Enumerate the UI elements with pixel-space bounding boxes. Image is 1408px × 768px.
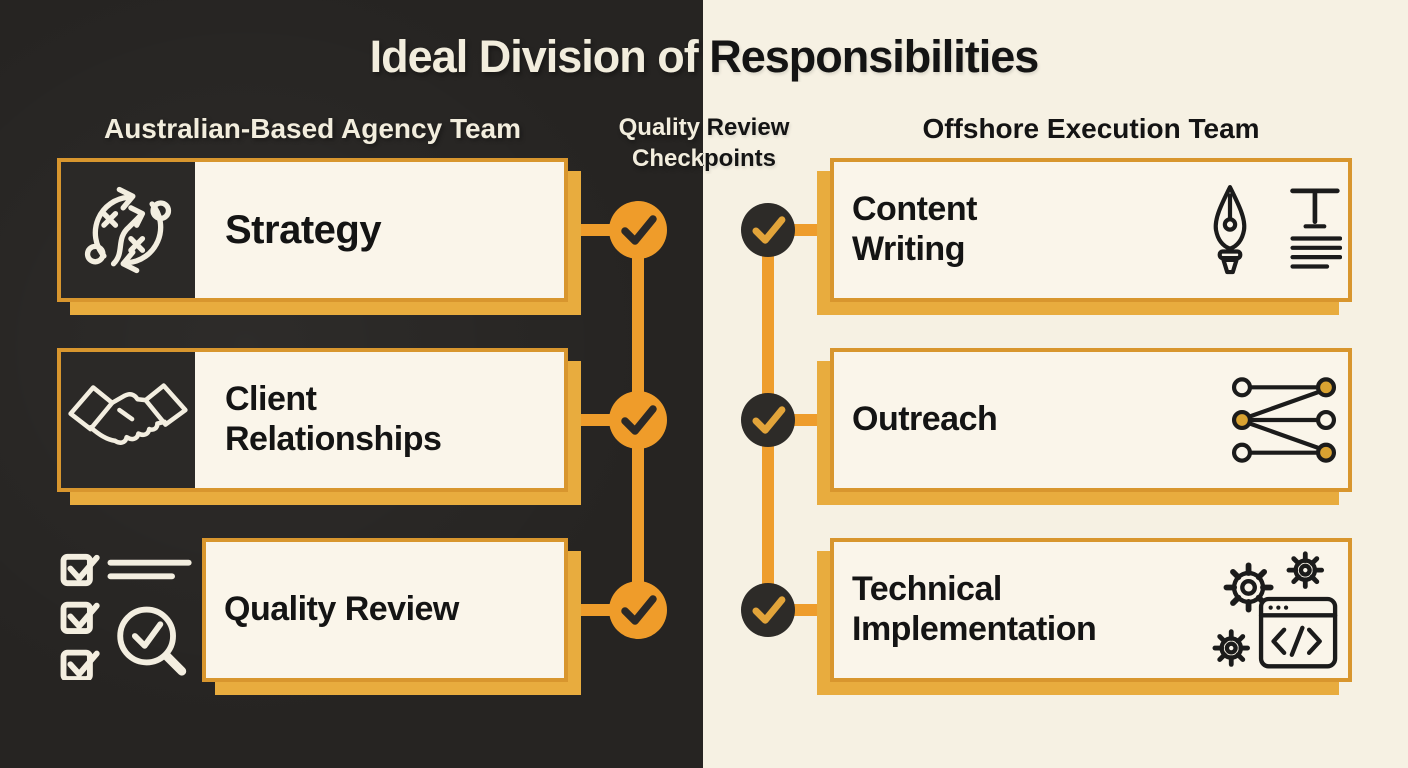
technical-implementation-box: Technical Implementation	[830, 538, 1352, 682]
checklist-magnifier-icon	[56, 548, 204, 680]
network-icon	[1228, 371, 1340, 469]
client-relationships-box: Client Relationships	[57, 348, 568, 492]
box-label: Strategy	[225, 207, 382, 252]
left-column-header: Australian-Based Agency Team	[103, 113, 522, 144]
strategy-icon	[84, 186, 172, 274]
handshake-icon	[68, 383, 188, 445]
box-label: Client Relationships	[225, 380, 442, 458]
box-label: Outreach	[852, 400, 998, 439]
checkpoint-check-icon	[609, 581, 667, 639]
checkpoint-check-icon	[741, 583, 795, 637]
handshake-icon-panel	[61, 352, 195, 488]
box-label: Technical Implementation	[852, 570, 1097, 648]
content-writing-box: Content Writing	[830, 158, 1352, 302]
gears-code-icon	[1210, 549, 1340, 674]
checkpoint-check-icon	[741, 393, 795, 447]
checkpoint-check-icon	[609, 391, 667, 449]
checkpoint-check-icon	[741, 203, 795, 257]
box-label: Quality Review	[224, 590, 459, 629]
pen-text-icon	[1202, 184, 1342, 278]
checkpoint-check-icon	[609, 201, 667, 259]
outreach-box: Outreach	[830, 348, 1352, 492]
right-column-header: Offshore Execution Team	[922, 113, 1260, 144]
quality-review-box: Quality Review	[202, 538, 568, 682]
strategy-box: Strategy	[57, 158, 568, 302]
box-label: Content Writing	[852, 190, 977, 268]
strategy-icon-panel	[61, 162, 195, 298]
